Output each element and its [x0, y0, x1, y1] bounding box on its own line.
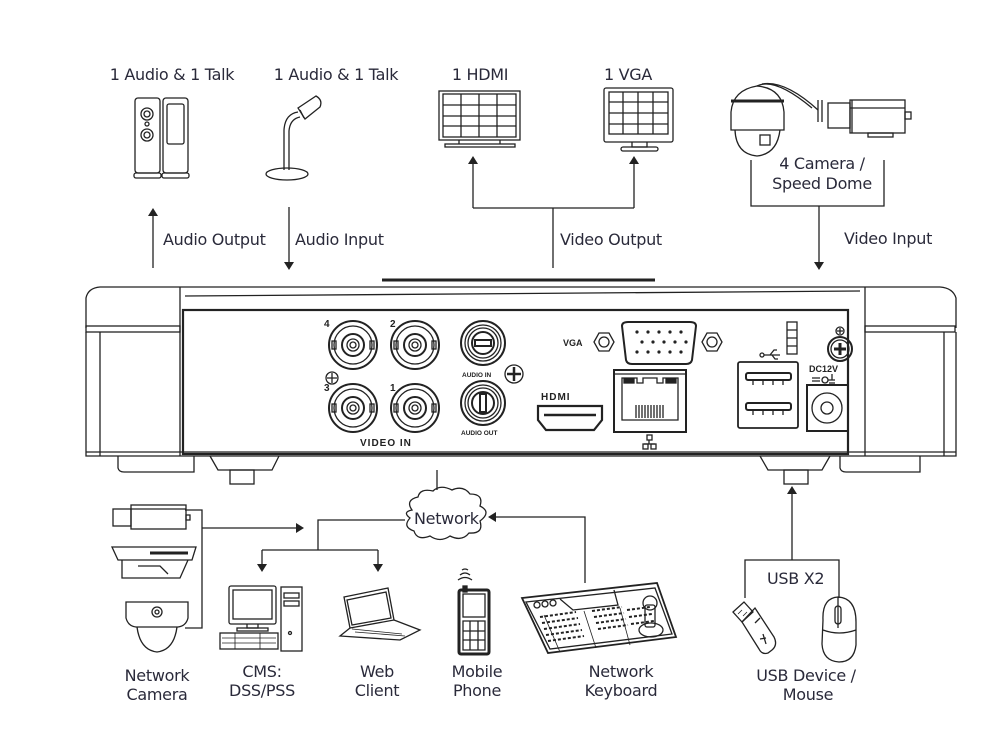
dome-camera-icon [125, 601, 189, 653]
bnc-port-1 [390, 383, 440, 433]
network-keyboard-label-line2: Keyboard [584, 681, 658, 700]
usb-device-label-line1: USB Device / [756, 666, 856, 685]
camera-bracket-line [185, 509, 203, 629]
speakers-label: 1 Audio & 1 Talk [109, 65, 235, 84]
network-box-camera-icon [112, 504, 191, 530]
network-keyboard-icon [520, 582, 678, 654]
bnc-label-3: 3 [324, 383, 330, 394]
speakers-icon [133, 97, 190, 179]
video-output-label: Video Output [560, 230, 662, 249]
video-input-label: Video Input [844, 229, 933, 248]
cms-label-line2: DSS/PSS [229, 681, 295, 700]
usb-x2-label: USB X2 [767, 569, 825, 588]
microphone-icon [265, 95, 322, 181]
network-to-clients-connector [257, 519, 405, 572]
desktop-computer-icon [219, 585, 303, 652]
mobile-phone-icon [457, 568, 491, 656]
audio-output-label: Audio Output [163, 230, 266, 249]
hdmi-port-label: HDMI [541, 392, 571, 403]
web-client-label-line2: Client [354, 681, 400, 700]
network-keyboard-label-line1: Network [588, 662, 654, 681]
video-output-connector [468, 156, 639, 268]
usb-connector [744, 559, 840, 598]
audio-in-port [460, 320, 506, 366]
ethernet-port [613, 369, 687, 433]
mobile-phone-label-line2: Phone [452, 681, 502, 700]
bnc-port-2 [390, 320, 440, 370]
mobile-phone-label-line1: Mobile [451, 662, 503, 681]
usb-ports [737, 361, 799, 429]
bullet-camera-icon [110, 546, 197, 579]
video-in-label: VIDEO IN [360, 438, 412, 449]
audio-out-port [460, 380, 506, 426]
vga-monitor-label: 1 VGA [603, 65, 653, 84]
network-port-icon [642, 434, 657, 450]
vga-port-label: VGA [563, 338, 583, 348]
vga-monitor-icon [603, 87, 674, 152]
nvr-chassis [85, 278, 957, 485]
audio-input-label: Audio Input [295, 230, 384, 249]
audio-out-label: AUDIO OUT [461, 430, 498, 437]
bnc-label-2: 2 [390, 319, 396, 330]
web-client-label-line1: Web [360, 662, 394, 681]
dc-power-jack [806, 374, 849, 432]
usb-symbol-icon [759, 349, 780, 360]
keyboard-to-network-arrow [488, 512, 586, 583]
microphone-label: 1 Audio & 1 Talk [273, 65, 399, 84]
power-label: DC12V [809, 364, 838, 374]
speed-dome-camera-icon [730, 82, 823, 157]
cameras-label-line1: 4 Camera / [779, 154, 865, 173]
bnc-port-3 [328, 383, 378, 433]
laptop-icon [338, 587, 422, 641]
network-camera-label-line1: Network [124, 666, 190, 685]
cameras-label-line2: Speed Dome [772, 174, 872, 193]
hdmi-port [536, 404, 604, 432]
usb-stick-icon [732, 601, 777, 655]
network-cloud-icon [405, 486, 487, 541]
box-camera-icon [827, 99, 912, 138]
mouse-icon [821, 596, 857, 663]
bnc-port-4 [328, 320, 378, 370]
network-label: Network [414, 509, 479, 528]
chassis-screw-icon [504, 364, 524, 384]
cms-label-line1: CMS: [242, 662, 282, 681]
hdmi-monitor-icon [438, 90, 521, 148]
bnc-label-1: 1 [390, 383, 396, 394]
network-camera-label-line2: Camera [126, 685, 188, 704]
usb-device-label-line2: Mouse [782, 685, 834, 704]
hdmi-monitor-label: 1 HDMI [451, 65, 509, 84]
power-screw-icon [827, 326, 853, 362]
vga-port [593, 321, 723, 365]
led-indicator [786, 321, 798, 355]
ground-screw-icon [325, 371, 339, 385]
bnc-label-4: 4 [324, 319, 330, 330]
audio-in-label: AUDIO IN [462, 372, 492, 379]
video-input-connector [750, 160, 885, 270]
